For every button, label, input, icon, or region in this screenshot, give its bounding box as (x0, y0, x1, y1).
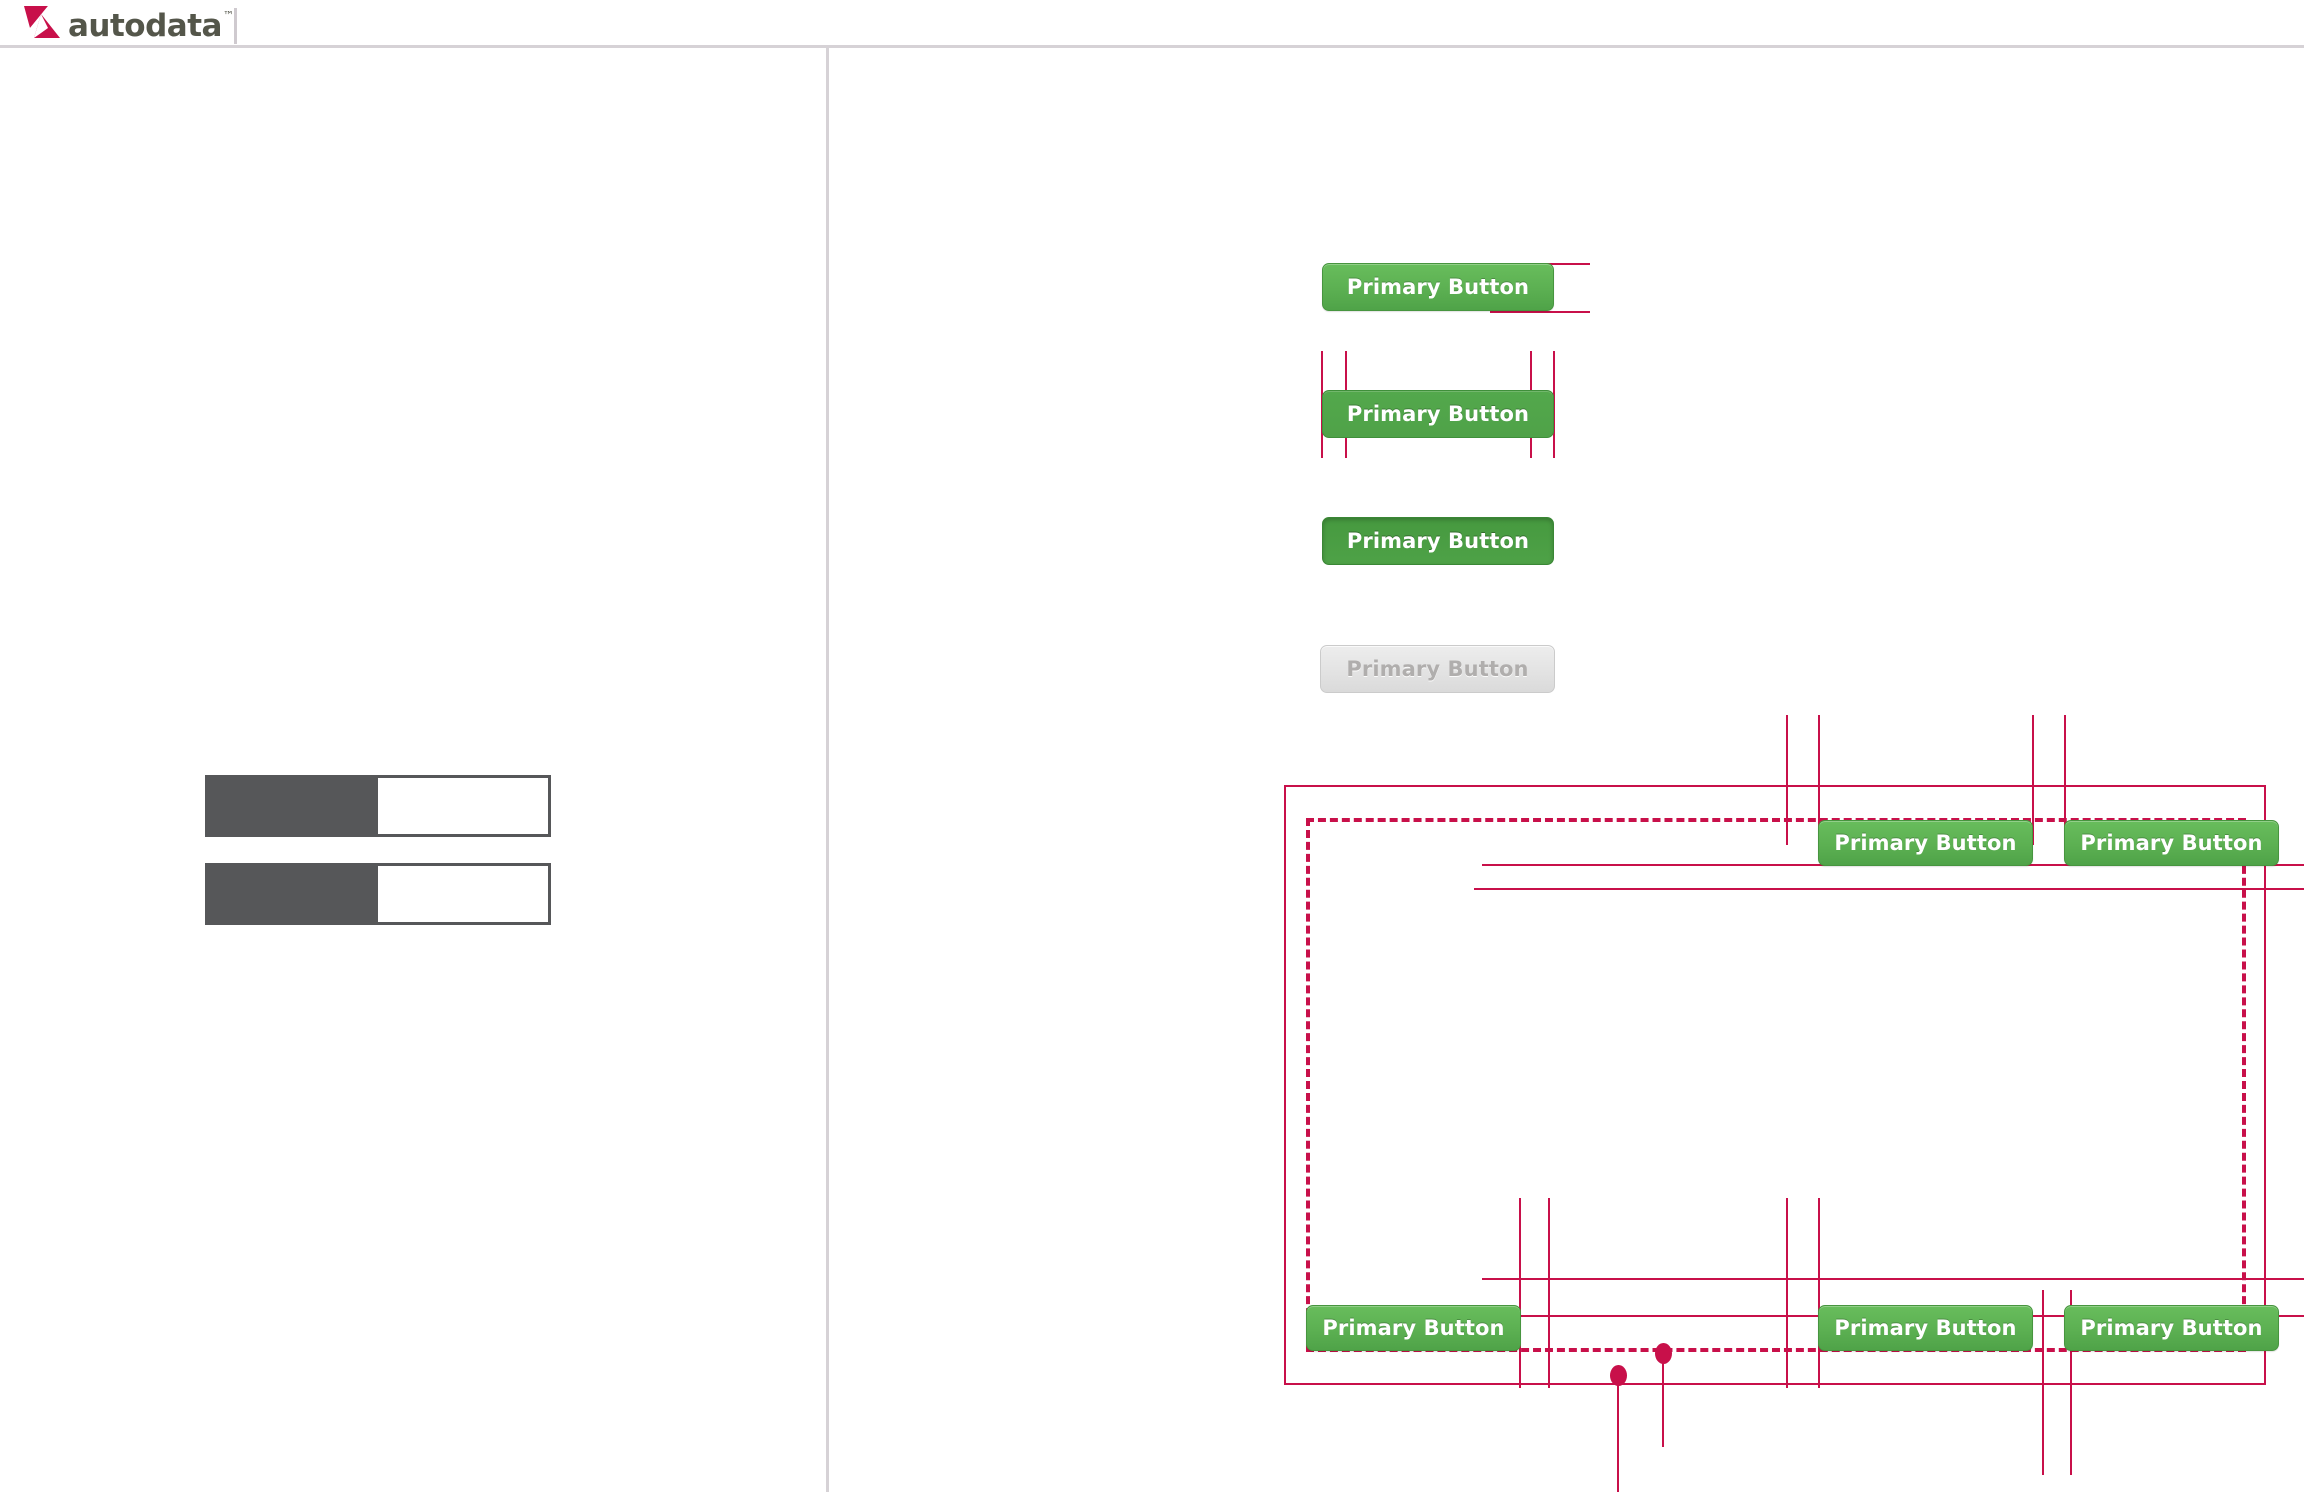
measure-line-dialog-bottom-c (1786, 1198, 1788, 1388)
measure-line-dialog-bottom-d (1818, 1198, 1820, 1388)
swatch-outline-white-1 (375, 775, 551, 837)
swatch-fill-dark-1 (205, 775, 375, 837)
primary-button-active[interactable]: Primary Button (1322, 517, 1554, 565)
dialog-bottom-button-3[interactable]: Primary Button (2064, 1305, 2279, 1351)
brand-logo: autodata ™ (18, 4, 234, 44)
measure-line-dialog-bottom-b (1548, 1198, 1550, 1388)
measure-line-dialog-row1-bottom (1474, 888, 2304, 890)
measure-line-state1-bottom (1490, 311, 1590, 313)
dialog-bottom-button-2[interactable]: Primary Button (1818, 1305, 2033, 1351)
primary-button-disabled[interactable]: Primary Button (1320, 645, 1555, 693)
measure-line-dialog-top-c (2032, 715, 2034, 845)
trademark-symbol: ™ (222, 8, 234, 22)
measure-line-dialog-row2-top (1482, 1278, 2304, 1280)
primary-button-default[interactable]: Primary Button (1322, 263, 1554, 311)
header-separator (234, 8, 237, 44)
measure-line-state2-d (1553, 351, 1555, 458)
measure-line-dialog-top-b (1818, 715, 1820, 845)
autodata-triangle-logo-icon (24, 6, 60, 38)
header-rule (0, 45, 2304, 48)
primary-button-hover[interactable]: Primary Button (1322, 390, 1554, 438)
callout-pin-1 (1610, 1365, 1627, 1492)
swatch-outline-white-2 (375, 863, 551, 925)
dialog-top-button-1[interactable]: Primary Button (1818, 820, 2033, 866)
callout-dot-1 (1610, 1365, 1627, 1386)
callout-dot-2 (1655, 1343, 1672, 1364)
column-divider (826, 47, 829, 1492)
measure-line-dialog-bottom-a (1519, 1198, 1521, 1388)
swatch-fill-dark-2 (205, 863, 375, 925)
callout-pin-2 (1655, 1343, 1672, 1447)
page-header: autodata ™ (0, 0, 2304, 48)
dialog-bottom-button-1[interactable]: Primary Button (1306, 1305, 1521, 1351)
measure-line-dialog-top-d (2064, 715, 2066, 845)
dialog-content-boundary (1306, 818, 2246, 1352)
measure-line-dialog-bottom-f (2070, 1290, 2072, 1475)
brand-wordmark: autodata (68, 7, 222, 44)
measure-line-dialog-top-a (1786, 715, 1788, 845)
dialog-top-button-2[interactable]: Primary Button (2064, 820, 2279, 866)
measure-line-dialog-bottom-e (2042, 1290, 2044, 1475)
dialog-outer-boundary (1284, 785, 2266, 1385)
